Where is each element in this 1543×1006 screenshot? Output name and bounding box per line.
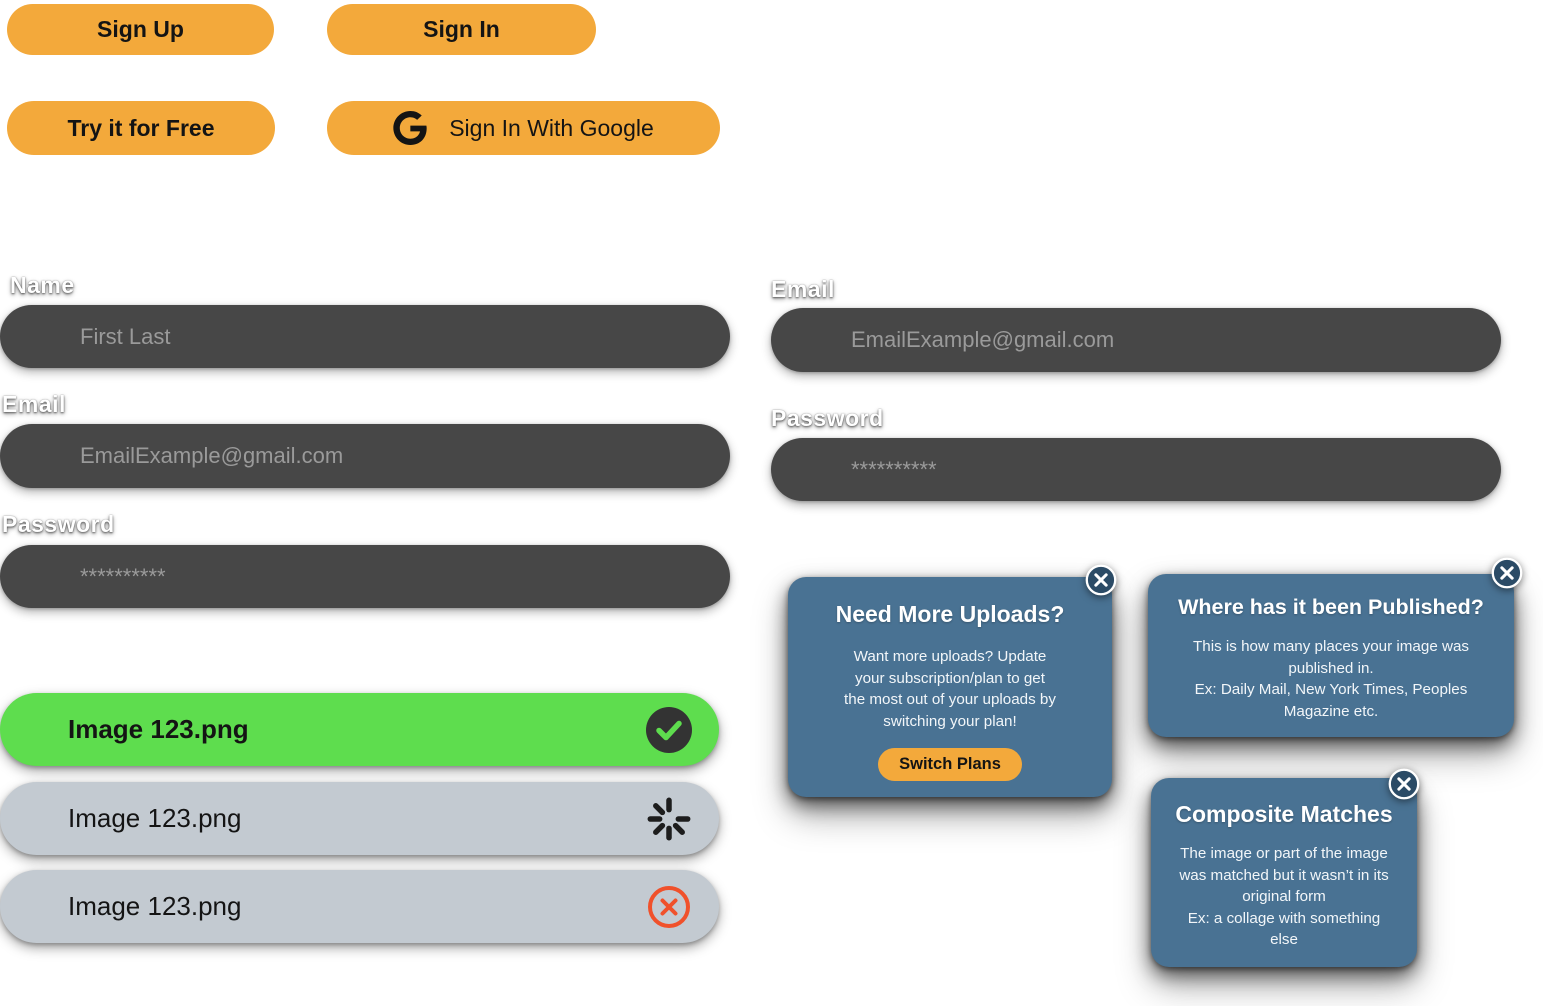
sign-in-button[interactable]: Sign In [327,4,596,55]
card-title: Where has it been Published? [1178,595,1484,619]
x-circle-icon[interactable] [645,883,693,931]
email-input[interactable] [0,424,730,488]
email-input-right[interactable] [771,308,1501,372]
email-label-right: Email [771,276,835,302]
card-body-line: was matched but it wasn’t in its [1179,866,1389,884]
card-title: Composite Matches [1175,801,1393,827]
password-label-right: Password [771,405,884,431]
password-input[interactable] [0,545,730,608]
sign-in-label: Sign In [423,16,500,42]
card-body-line: The image or part of the image [1180,845,1388,862]
name-label: Name [10,272,75,298]
sign-up-button[interactable]: Sign Up [7,4,274,55]
try-it-for-free-button[interactable]: Try it for Free [7,101,275,155]
card-body-line: Magazine etc. [1283,702,1379,720]
google-sign-in-button[interactable]: Sign In With Google [327,101,720,155]
close-icon[interactable] [1085,564,1117,596]
filename: Image 123.png [68,714,249,744]
card-body-line: original form [1242,888,1326,905]
card-body-line: Ex: a collage with something [1187,909,1381,927]
close-icon[interactable] [1491,557,1523,589]
card-body-line: else [1270,931,1298,948]
upload-row-loading[interactable]: Image 123.png [0,782,719,855]
password-label: Password [2,511,115,537]
sign-up-label: Sign Up [97,16,184,42]
card-body: The image or part of the image was match… [1165,843,1403,951]
card-body-line: Want more uploads? Update [853,648,1047,665]
try-free-label: Try it for Free [67,114,215,141]
card-body-line: This is how many places your image was [1192,638,1469,655]
composite-matches-card: Composite Matches The image or part of t… [1151,778,1417,967]
where-published-card: Where has it been Published? This is how… [1148,574,1514,737]
password-input-right[interactable] [771,438,1501,501]
upload-row-error[interactable]: Image 123.png [0,870,719,943]
filename: Image 123.png [68,891,242,921]
email-label: Email [2,391,66,417]
close-icon[interactable] [1388,768,1420,800]
card-body-line: published in. [1288,659,1374,677]
upload-row-success[interactable]: Image 123.png [0,693,719,766]
card-body-line: the most out of your uploads by [844,691,1056,708]
card-body-line: switching your plan! [883,712,1017,730]
filename: Image 123.png [68,803,242,833]
card-title: Need More Uploads? [835,601,1065,627]
card-body: Want more uploads? Update your subscript… [810,646,1090,732]
need-more-uploads-card: Need More Uploads? Want more uploads? Up… [788,577,1112,797]
switch-plans-button[interactable]: Switch Plans [878,748,1022,781]
card-body: This is how many places your image was p… [1166,636,1496,722]
spinner-icon [645,795,693,843]
card-body-line: Ex: Daily Mail, New York Times, Peoples [1194,681,1468,698]
card-body-line: your subscription/plan to get [855,669,1045,687]
check-circle-icon [645,706,693,754]
google-g-icon [393,111,427,145]
google-sign-in-label: Sign In With Google [449,114,654,141]
name-input[interactable] [0,305,730,368]
